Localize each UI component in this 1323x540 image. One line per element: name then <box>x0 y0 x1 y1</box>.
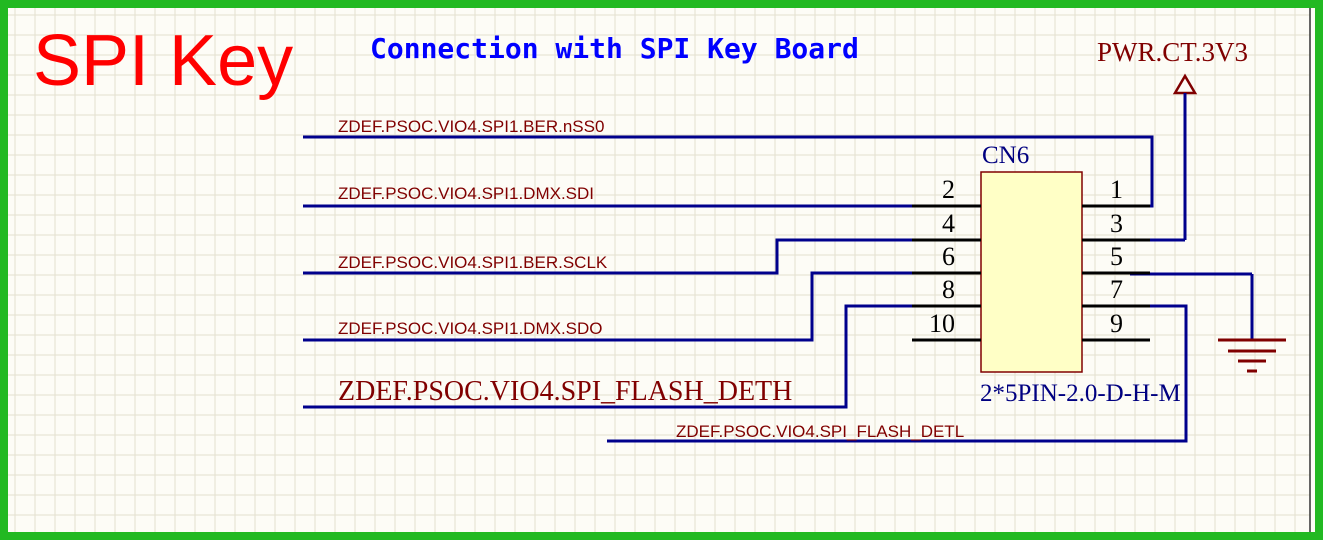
sheet-grid <box>8 8 1310 532</box>
wire-sclk <box>303 238 930 275</box>
component-footprint: 2*5PIN-2.0-D-H-M <box>980 380 1181 407</box>
connector-pins: 2 4 6 8 10 1 3 5 7 9 <box>912 175 1150 342</box>
pin-1-number: 1 <box>1110 175 1123 204</box>
power-port-label: PWR.CT.3V3 <box>1097 37 1248 67</box>
pin-6-number: 6 <box>942 242 955 271</box>
wire-deth <box>303 304 930 409</box>
connector-body[interactable] <box>980 171 1083 373</box>
pin-3-number: 3 <box>1110 209 1123 238</box>
pin-10-number: 10 <box>929 309 955 338</box>
pin-5-number: 5 <box>1110 242 1123 271</box>
wire-sdo <box>303 271 930 342</box>
net-label-sclk: ZDEF.PSOC.VIO4.SPI1.BER.SCLK <box>338 253 608 272</box>
sheet-title: SPI Key <box>33 21 293 101</box>
pin-8-number: 8 <box>942 275 955 304</box>
pin-7-number: 7 <box>1110 275 1123 304</box>
ground-icon <box>1218 274 1286 373</box>
net-label-detl: ZDEF.PSOC.VIO4.SPI_FLASH_DETL <box>676 422 964 441</box>
net-label-sdo: ZDEF.PSOC.VIO4.SPI1.DMX.SDO <box>338 319 603 338</box>
pin-4-number: 4 <box>942 209 955 238</box>
sheet-subtitle: Connection with SPI Key Board <box>370 32 859 65</box>
pin-2-number: 2 <box>942 175 955 204</box>
wire-detl <box>607 304 1188 443</box>
pin-9-number: 9 <box>1110 309 1123 338</box>
net-label-sdi: ZDEF.PSOC.VIO4.SPI1.DMX.SDI <box>338 184 594 203</box>
component-designator: CN6 <box>982 142 1029 169</box>
net-label-nss0: ZDEF.PSOC.VIO4.SPI1.BER.nSS0 <box>338 117 604 136</box>
net-label-deth: ZDEF.PSOC.VIO4.SPI_FLASH_DETH <box>338 376 792 407</box>
